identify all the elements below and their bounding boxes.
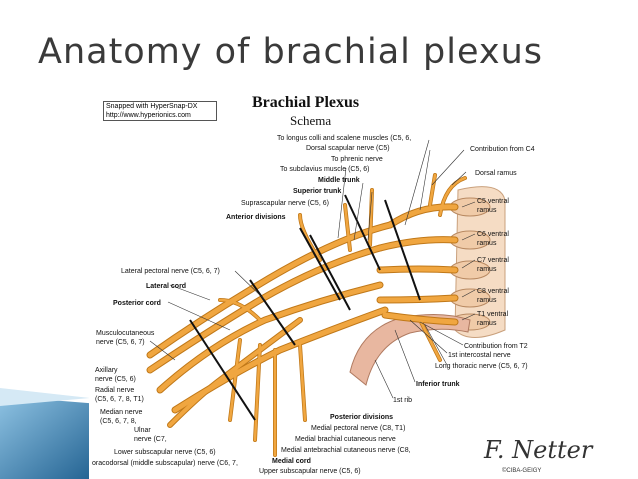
- label-first-intercostal: 1st intercostal nerve: [448, 352, 511, 359]
- label-c8-ramus: ramus: [477, 297, 497, 304]
- label-middle-trunk: Middle trunk: [318, 177, 360, 184]
- label-anterior-divisions: Anterior divisions: [226, 214, 286, 221]
- label-phrenic: To phrenic nerve: [331, 156, 383, 163]
- label-contribution-t2: Contribution from T2: [464, 343, 528, 350]
- label-musculocutaneous-2: nerve (C5, 6, 7): [96, 339, 145, 346]
- label-axillary-1: Axillary: [95, 367, 118, 374]
- label-first-rib: 1st rib: [393, 397, 413, 404]
- label-subclavius: To subclavius muscle (C5, 6): [280, 166, 370, 173]
- artist-signature: F. Netter: [484, 436, 593, 464]
- label-medial-antebrachial: Medial antebrachial cutaneous nerve (C8,: [281, 447, 411, 454]
- snap-line1: Snapped with HyperSnap-DX: [106, 103, 198, 110]
- label-long-thoracic: Long thoracic nerve (C5, 6, 7): [435, 363, 528, 370]
- label-lower-subscapular: Lower subscapular nerve (C5, 6): [114, 449, 216, 456]
- label-contribution-c4: Contribution from C4: [470, 146, 535, 153]
- label-thoracodorsal: oracodorsal (middle subscapular) nerve (…: [92, 460, 238, 467]
- label-c6-ventral: C6 ventral: [477, 231, 509, 238]
- artist-signature-sub: ©CIBA-GEIGY: [502, 468, 542, 474]
- label-medial-brachial: Medial brachial cutaneous nerve: [295, 436, 396, 443]
- label-c8-ventral: C8 ventral: [477, 288, 509, 295]
- label-t1-ramus: ramus: [477, 320, 497, 327]
- label-c7-ramus: ramus: [477, 266, 497, 273]
- label-radial-2: (C5, 6, 7, 8, T1): [95, 396, 144, 403]
- label-c5-ramus: ramus: [477, 207, 497, 214]
- label-musculocutaneous-1: Musculocutaneous: [96, 330, 155, 337]
- slide-title: Anatomy of brachial plexus: [38, 32, 543, 72]
- label-medial-pectoral: Medial pectoral nerve (C8, T1): [311, 425, 406, 432]
- label-median-1: Median nerve: [100, 409, 143, 416]
- label-suprascapular: Suprascapular nerve (C5, 6): [241, 200, 329, 207]
- label-upper-subscapular: Upper subscapular nerve (C5, 6): [259, 468, 361, 475]
- label-ulnar-1: Ulnar: [134, 427, 151, 434]
- figure-heading: Brachial Plexus: [252, 94, 360, 111]
- label-posterior-divisions: Posterior divisions: [330, 414, 394, 421]
- label-c7-ventral: C7 ventral: [477, 257, 509, 264]
- label-c6-ramus: ramus: [477, 240, 497, 247]
- figure-subheading: Schema: [290, 113, 332, 128]
- label-axillary-2: nerve (C5, 6): [95, 376, 136, 383]
- label-c5-ventral: C5 ventral: [477, 198, 509, 205]
- label-ulnar-2: nerve (C7,: [134, 436, 167, 443]
- label-inferior-trunk: Inferior trunk: [416, 381, 460, 388]
- label-t1-ventral: T1 ventral: [477, 311, 509, 318]
- snap-line2: http://www.hyperionics.com: [106, 112, 191, 119]
- label-medial-cord: Medial cord: [272, 458, 311, 465]
- corner-decoration: [0, 388, 100, 479]
- label-dorsal-ramus: Dorsal ramus: [475, 170, 517, 177]
- label-lateral-pectoral: Lateral pectoral nerve (C5, 6, 7): [121, 268, 220, 275]
- first-rib: [349, 313, 471, 386]
- label-dorsal-scapular: Dorsal scapular nerve (C5): [306, 145, 390, 152]
- label-lateral-cord: Lateral cord: [146, 283, 187, 290]
- label-posterior-cord: Posterior cord: [113, 300, 161, 307]
- hypersnap-watermark: Snapped with HyperSnap-DX http://www.hyp…: [103, 101, 217, 121]
- label-median-2: (C5, 6, 7, 8,: [100, 418, 137, 425]
- label-longus-colli: To longus colli and scalene muscles (C5,…: [277, 135, 412, 142]
- label-radial-1: Radial nerve: [95, 387, 135, 394]
- label-superior-trunk: Superior trunk: [293, 188, 342, 195]
